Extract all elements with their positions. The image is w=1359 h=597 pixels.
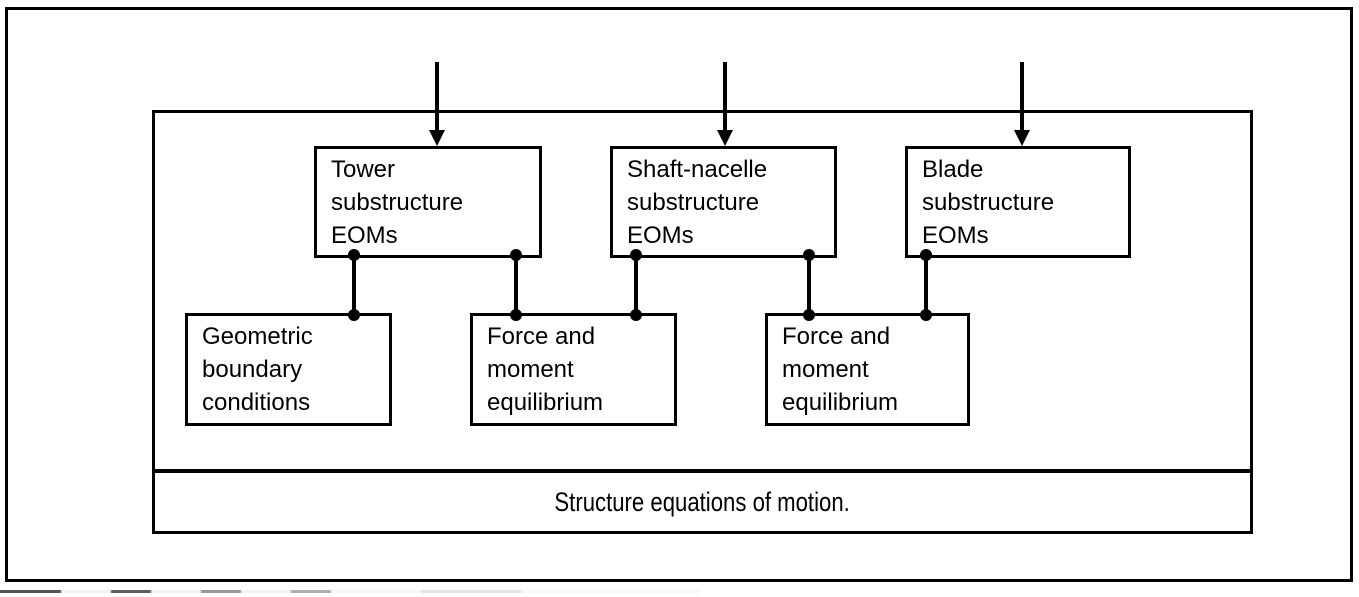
node-line: moment: [782, 356, 869, 383]
outer-figure-frame: [5, 7, 1353, 582]
connector-dot-lower: [348, 309, 360, 321]
node-line: moment: [487, 356, 574, 383]
connector-dot-upper: [510, 249, 522, 261]
node-line: substructure: [922, 188, 1055, 216]
connector-dot-lower: [510, 309, 522, 321]
connector-line: [352, 255, 356, 315]
caption-bar: Structure equations of motion.: [155, 473, 1250, 531]
connector-dot-upper: [630, 249, 642, 261]
node-line: Shaft-nacelle: [627, 155, 768, 183]
connector-line: [634, 255, 638, 315]
arrow-shaft: [723, 62, 727, 132]
node-line: Force and: [782, 323, 891, 350]
node-line: Force and: [487, 323, 596, 350]
caption-text: Structure equations of motion.: [554, 486, 851, 517]
caption-divider: [152, 469, 1253, 473]
node-line: EOMs: [922, 221, 989, 249]
connector-dot-lower: [920, 309, 932, 321]
node-line: substructure: [627, 188, 760, 216]
node-line: equilibrium: [487, 389, 604, 416]
connector-line: [514, 255, 518, 315]
node-line: Blade: [922, 155, 984, 183]
node-line: EOMs: [331, 221, 398, 249]
connector-dot-lower: [630, 309, 642, 321]
arrow-head: [429, 130, 445, 146]
node-geometric-boundary-conditions: Geometric boundary conditions: [185, 313, 392, 426]
node-line: Tower: [331, 155, 396, 183]
node-blade-substructure-eoms: Blade substructure EOMs: [905, 146, 1131, 258]
connector-dot-upper: [803, 249, 815, 261]
connector-dot-lower: [803, 309, 815, 321]
node-line: equilibrium: [782, 389, 899, 416]
node-force-and-moment-equilibrium-2: Force and moment equilibrium: [765, 313, 970, 426]
arrow-head: [1014, 130, 1030, 146]
connector-line: [924, 255, 928, 315]
node-line: EOMs: [627, 221, 694, 249]
arrow-shaft: [435, 62, 439, 132]
node-shaft-nacelle-substructure-eoms: Shaft-nacelle substructure EOMs: [610, 146, 837, 258]
node-line: Geometric: [202, 323, 313, 350]
arrow-head: [717, 130, 733, 146]
scan-artifact: [0, 590, 700, 593]
connector-line: [807, 255, 811, 315]
structure-model-container: [152, 110, 1253, 534]
node-line: boundary: [202, 356, 303, 383]
connector-dot-upper: [348, 249, 360, 261]
arrow-shaft: [1020, 62, 1024, 132]
connector-dot-upper: [920, 249, 932, 261]
node-line: substructure: [331, 188, 464, 216]
node-force-and-moment-equilibrium-1: Force and moment equilibrium: [470, 313, 677, 426]
node-tower-substructure-eoms: Tower substructure EOMs: [314, 146, 542, 258]
node-line: conditions: [202, 389, 311, 416]
